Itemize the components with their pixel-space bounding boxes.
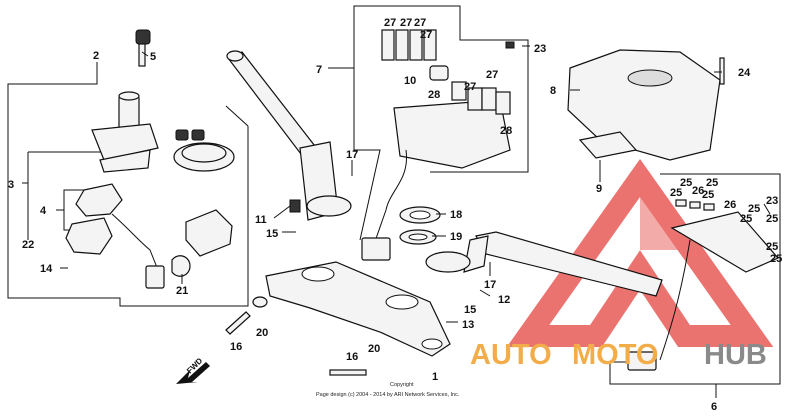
label-25f: 25 bbox=[740, 213, 752, 225]
label-12: 12 bbox=[498, 294, 510, 306]
copyright-notice: Page design (c) 2004 - 2014 by ARI Netwo… bbox=[316, 392, 460, 398]
group-7-bracket bbox=[328, 5, 529, 241]
label-13: 13 bbox=[462, 319, 474, 331]
wire-loom bbox=[361, 149, 407, 261]
label-17b: 17 bbox=[484, 279, 496, 291]
bolt-16b bbox=[329, 369, 367, 376]
screw-23a bbox=[505, 41, 515, 49]
label-23b: 23 bbox=[766, 195, 778, 207]
lock-module bbox=[185, 209, 233, 257]
group-2-bracket bbox=[7, 62, 249, 307]
label-9: 9 bbox=[596, 183, 602, 195]
label-25b: 25 bbox=[670, 187, 682, 199]
label-25i: 25 bbox=[770, 253, 782, 265]
label-6: 6 bbox=[711, 401, 717, 413]
label-25c: 25 bbox=[706, 177, 718, 189]
label-28a: 28 bbox=[428, 89, 440, 101]
handlebar-left bbox=[226, 50, 352, 221]
label-23a: 23 bbox=[534, 43, 546, 55]
label-16b: 16 bbox=[346, 351, 358, 363]
label-19: 19 bbox=[450, 231, 462, 243]
instrument-cover bbox=[567, 49, 721, 161]
label-27e: 27 bbox=[464, 81, 476, 93]
label-7: 7 bbox=[316, 64, 322, 76]
label-20a: 20 bbox=[256, 327, 268, 339]
label-22: 22 bbox=[22, 239, 34, 251]
fuse-box bbox=[381, 29, 511, 169]
label-4: 4 bbox=[40, 205, 47, 217]
label-15b: 15 bbox=[464, 304, 476, 316]
top-bridge bbox=[265, 261, 451, 357]
handlebar-right bbox=[425, 231, 663, 297]
bolt-16a bbox=[225, 311, 251, 335]
label-20b: 20 bbox=[368, 343, 380, 355]
switch-housing bbox=[65, 183, 165, 289]
label-27d: 27 bbox=[420, 29, 432, 41]
label-16a: 16 bbox=[230, 341, 242, 353]
label-25g: 25 bbox=[766, 213, 778, 225]
fwd-arrow bbox=[176, 362, 210, 384]
label-15a: 15 bbox=[266, 228, 278, 240]
label-27a: 27 bbox=[384, 17, 396, 29]
watermark-text: AUTO MOTO HUB bbox=[470, 339, 767, 371]
watermark-moto: MOTO bbox=[572, 339, 658, 371]
label-21: 21 bbox=[176, 285, 188, 297]
label-5: 5 bbox=[150, 51, 156, 63]
label-27c: 27 bbox=[414, 17, 426, 29]
label-8: 8 bbox=[550, 85, 556, 97]
label-10: 10 bbox=[404, 75, 416, 87]
leader-lines bbox=[60, 45, 771, 323]
watermark-logo bbox=[506, 158, 774, 347]
part-labels: 5 2 3 4 22 14 21 11 15 17 7 27 27 27 27 … bbox=[8, 17, 782, 413]
label-27b: 27 bbox=[400, 17, 412, 29]
label-26b: 26 bbox=[724, 199, 736, 211]
label-14: 14 bbox=[40, 263, 53, 275]
label-18: 18 bbox=[450, 209, 462, 221]
fuse-holder bbox=[627, 199, 779, 371]
washers bbox=[399, 206, 441, 245]
washer-20a bbox=[252, 296, 268, 308]
label-26a: 26 bbox=[692, 185, 704, 197]
ignition-switch bbox=[91, 91, 159, 173]
label-3: 3 bbox=[8, 179, 14, 191]
label-1: 1 bbox=[432, 371, 438, 383]
label-2: 2 bbox=[93, 50, 99, 62]
label-25d: 25 bbox=[702, 189, 714, 201]
label-25a: 25 bbox=[680, 177, 692, 189]
label-17a: 17 bbox=[346, 149, 358, 161]
key bbox=[135, 29, 151, 67]
label-28b: 28 bbox=[500, 125, 512, 137]
label-27f: 27 bbox=[486, 69, 498, 81]
label-24: 24 bbox=[738, 67, 751, 79]
label-25e: 25 bbox=[748, 203, 760, 215]
clamp bbox=[171, 255, 191, 277]
group-6-frame bbox=[609, 173, 781, 398]
copyright-title: Copyright bbox=[390, 382, 414, 388]
watermark-auto: AUTO bbox=[470, 339, 552, 371]
label-11: 11 bbox=[255, 214, 267, 226]
label-25h: 25 bbox=[766, 241, 778, 253]
watermark-hub: HUB bbox=[704, 339, 767, 371]
screw-24 bbox=[719, 57, 725, 85]
fuel-cap-lock bbox=[173, 129, 235, 172]
